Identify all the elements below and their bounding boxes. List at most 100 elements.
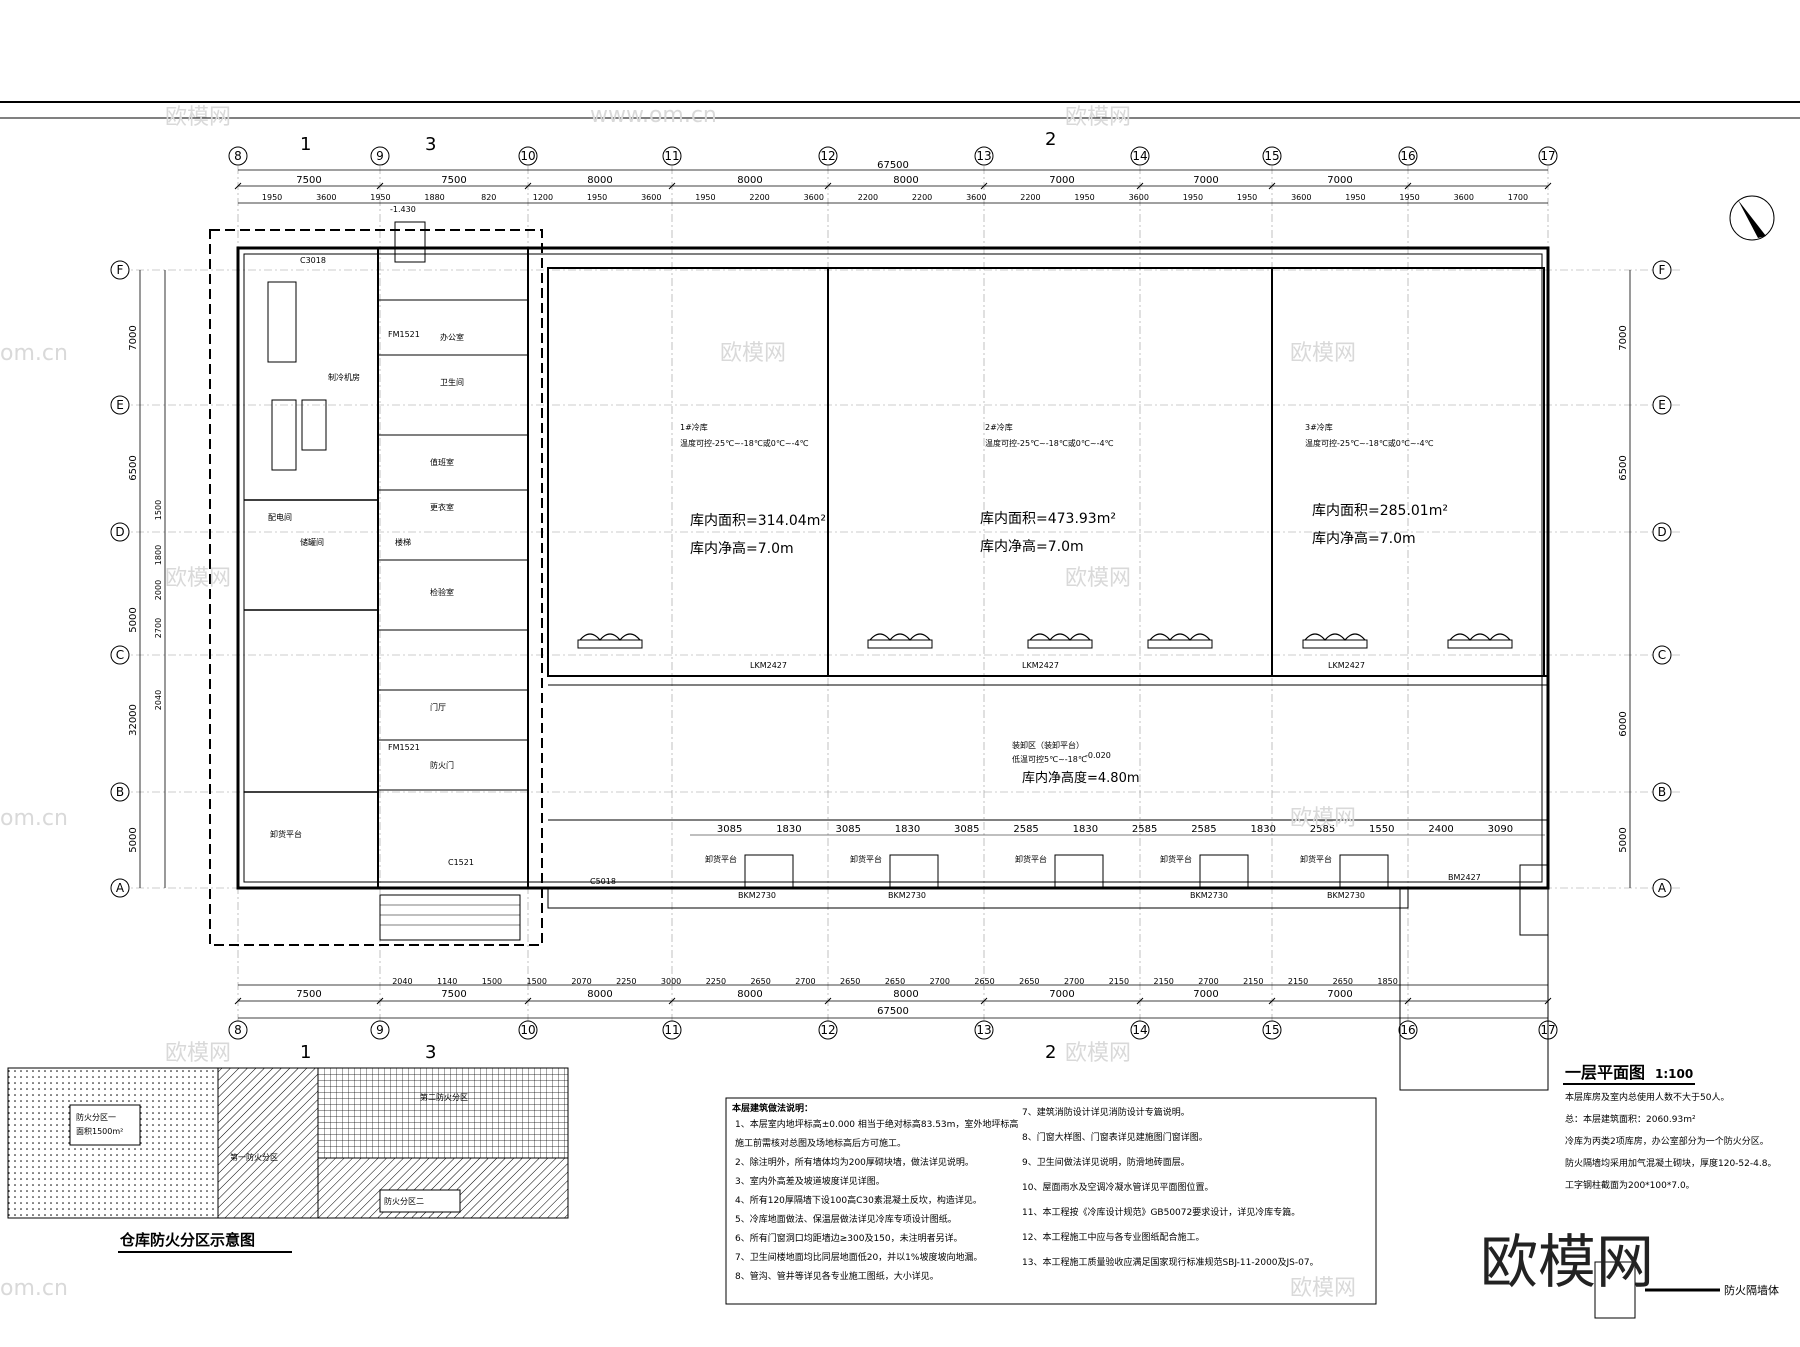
watermark-logo: 欧模网 — [1480, 1228, 1654, 1296]
elevation-top-label: -1.430 — [390, 205, 416, 214]
bottom-total-dim: 67500 — [877, 1006, 909, 1017]
axis-top-17-circle — [1538, 146, 1558, 166]
platform-dim-9: 1830 — [1250, 824, 1275, 835]
axis-bottom-15: 15 — [1264, 1023, 1279, 1037]
room-label-8: 检验室 — [430, 587, 454, 597]
bottom-bay-dim-1: 7500 — [441, 989, 466, 1000]
top-tick-7 — [1268, 182, 1276, 190]
platform-dim-0: 3085 — [717, 824, 742, 835]
cold-room-3-temp: 温度可控-25℃~-18℃或0℃~-4℃ — [1305, 438, 1434, 448]
axis-left-E: E — [116, 398, 124, 412]
right-dim-0: 7000 — [1618, 325, 1629, 350]
plan-title-block: 一层平面图 1:100 — [1563, 1063, 1695, 1085]
right-dim-1: 6500 — [1618, 455, 1629, 480]
room-label-10: 防火门 — [430, 760, 454, 770]
watermark-5: om.cn — [0, 341, 68, 366]
top-bay-dim-2: 8000 — [587, 175, 612, 186]
plan-scale: 1:100 — [1655, 1067, 1693, 1081]
note-left-4: 4、所有120厚隔墙下设100高C30素混凝土反坎，构造详见。 — [735, 1194, 982, 1206]
top-sub-dim-18: 1950 — [1237, 193, 1257, 202]
top-bay-dim-4: 8000 — [893, 175, 918, 186]
cold-room-1-name: 1#冷库 — [680, 422, 708, 432]
platform-dim-6: 1830 — [1073, 824, 1098, 835]
axis-right-F-circle — [1652, 260, 1672, 280]
axis-right-B: B — [1658, 785, 1666, 799]
top-tick-1 — [376, 182, 384, 190]
platform-dim-3: 1830 — [895, 824, 920, 835]
top-sub-dim-6: 1950 — [587, 193, 607, 202]
door-tag-8: FM1521 — [388, 330, 420, 339]
bottom-sub-dim-1: 1140 — [437, 977, 457, 986]
watermark-1: www.om.cn — [590, 103, 717, 128]
note-left-5: 5、冷库地面做法、保温层做法详见冷库专项设计图纸。 — [735, 1213, 957, 1225]
bottom-sub-dim-5: 2250 — [616, 977, 636, 986]
left-dim-2: 5000 — [128, 607, 139, 632]
top-sub-dim-23: 1700 — [1508, 193, 1528, 202]
room-label-9: 门厅 — [430, 702, 446, 712]
top-sub-dim-12: 2200 — [912, 193, 932, 202]
top-sub-dim-5: 1200 — [533, 193, 553, 202]
axis-bottom-13: 13 — [976, 1023, 991, 1037]
top-bay-dim-5: 7000 — [1049, 175, 1074, 186]
top-total-dim: 67500 — [877, 160, 909, 171]
dock-leveler-base-3 — [1147, 639, 1213, 649]
axis-left-C: C — [116, 648, 124, 662]
bottom-tick-5 — [980, 997, 988, 1005]
top-sub-dim-9: 2200 — [749, 193, 769, 202]
room-label-3: 办公室 — [440, 332, 464, 342]
note-left-1: 施工前需核对总图及场地标高后方可施工。 — [735, 1137, 906, 1149]
platform-dim-5: 2585 — [1013, 824, 1038, 835]
bottom-bay-dim-2: 8000 — [587, 989, 612, 1000]
watermark-7: 欧模网 — [1065, 566, 1131, 591]
cold-room-2-height: 库内净高=7.0m — [980, 538, 1084, 555]
watermark-13: 欧模网 — [1290, 1276, 1356, 1301]
fire-zone-label-2: 第一防火分区 — [230, 1152, 278, 1162]
top-tick-0 — [234, 182, 242, 190]
cold-room-3-name: 3#冷库 — [1305, 422, 1333, 432]
axis-bottom-10: 10 — [520, 1023, 535, 1037]
axis-left-D: D — [115, 525, 124, 539]
door-tag-10: C1521 — [448, 858, 474, 867]
top-bay-dim-7: 7000 — [1327, 175, 1352, 186]
area-note-0: 本层库房及室内总使用人数不大于50人。 — [1565, 1091, 1729, 1103]
dock-platform-2 — [1054, 854, 1104, 888]
axis-right-D-circle — [1652, 522, 1672, 542]
platform-height: 库内净高度=4.80m — [1022, 770, 1140, 786]
axis-top-15: 15 — [1264, 149, 1279, 163]
fire-zone-title: 仓库防火分区示意图 — [119, 1231, 255, 1249]
bottom-bay-dim-6: 7000 — [1193, 989, 1218, 1000]
platform-temp: 低温可控5℃~-18℃ — [1012, 754, 1087, 764]
door-tag-9: FM1521 — [388, 743, 420, 752]
axis-bottom-15-circle — [1262, 1020, 1282, 1040]
cold-room-3-height: 库内净高=7.0m — [1312, 530, 1416, 547]
notes-title: 本层建筑做法说明： — [732, 1102, 813, 1114]
axis-bottom-12-circle — [818, 1020, 838, 1040]
dimension-left — [139, 270, 166, 888]
bottom-sub-dim-19: 2150 — [1243, 977, 1263, 986]
dimension-left-values: 7000650050003200050001500180020002700204… — [128, 325, 163, 852]
section-mark-1-top: 1 — [300, 134, 311, 155]
note-left-7: 7、卫生间楼地面均比同层地面低20，并以1%坡度坡向地漏。 — [735, 1251, 982, 1263]
axis-top-16: 16 — [1400, 149, 1415, 163]
bottom-bay-dim-7: 7000 — [1327, 989, 1352, 1000]
note-right-2: 9、卫生间做法详见说明，防滑地砖面层。 — [1022, 1156, 1190, 1168]
cold-room-1-area: 库内面积=314.04m² — [690, 513, 826, 529]
bottom-sub-dim-20: 2150 — [1288, 977, 1308, 986]
section-mark-2-top: 2 — [1045, 129, 1056, 150]
watermark-4: 欧模网 — [720, 341, 786, 366]
fire-zone-label-3: 第二防火分区 — [420, 1092, 468, 1102]
cold-room-1: 1#冷库 温度可控-25℃~-18℃或0℃~-4℃ 库内面积=314.04m² … — [680, 422, 826, 557]
left-dim-1: 6500 — [128, 455, 139, 480]
bottom-sub-dim-15: 2700 — [1064, 977, 1084, 986]
section-mark-3-top: 3 — [425, 134, 436, 155]
top-sub-dim-3: 1880 — [424, 193, 444, 202]
bottom-sub-dim-7: 2250 — [706, 977, 726, 986]
bottom-tick-2 — [524, 997, 532, 1005]
bottom-sub-dim-13: 2650 — [974, 977, 994, 986]
axis-bottom-14: 14 — [1132, 1023, 1147, 1037]
legend-label: 防火隔墙体 — [1724, 1283, 1779, 1297]
axis-right-A-circle — [1652, 878, 1672, 898]
